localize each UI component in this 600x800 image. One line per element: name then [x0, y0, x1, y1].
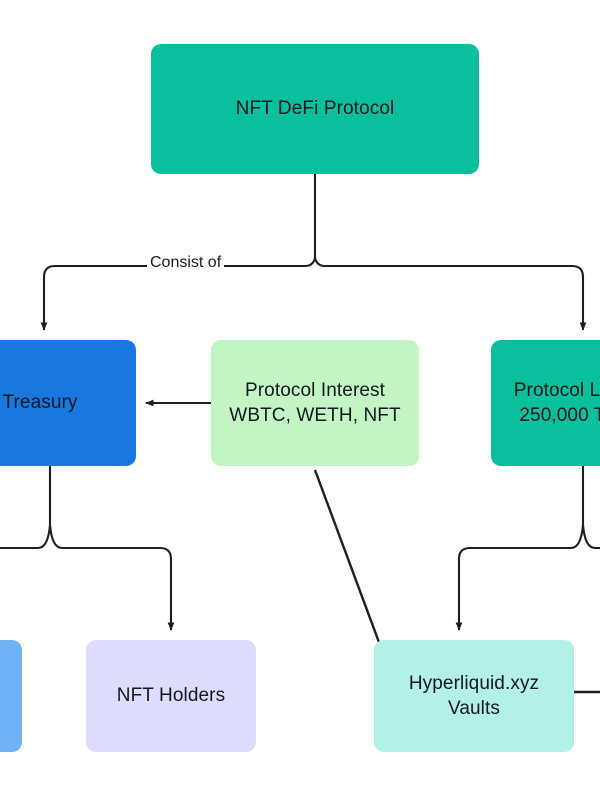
edge-root-to-liquidity	[313, 257, 587, 331]
edge-liquidity-to-vaults	[455, 524, 585, 631]
node-holders-label: NFT Holders	[116, 685, 226, 707]
edge-interest-to-vaults	[313, 469, 382, 646]
node-liquidity-label: Protocol Liquidity 250,000 Tokens	[513, 379, 600, 426]
node-vaults-label: Hyperliquid.xyz Vaults	[408, 672, 540, 719]
node-protocol-liquidity[interactable]: Protocol Liquidity 250,000 Tokens	[491, 340, 600, 466]
node-nft-holders[interactable]: NFT Holders	[86, 640, 256, 752]
node-treasury-label: Treasury	[2, 392, 78, 414]
edge-liquidity-to-offscreen-right	[581, 524, 600, 550]
node-clipped-left-offscreen[interactable]	[0, 640, 22, 752]
edge-treasury-to-holders	[48, 524, 175, 631]
node-hyperliquid-vaults[interactable]: Hyperliquid.xyz Vaults	[374, 640, 574, 752]
node-treasury[interactable]: Treasury	[0, 340, 136, 466]
node-interest-label: Protocol Interest WBTC, WETH, NFT	[229, 379, 401, 426]
edge-root-to-treasury	[40, 257, 317, 331]
edge-label-consist-of: Consist of	[147, 254, 225, 272]
node-root-label: NFT DeFi Protocol	[235, 98, 395, 120]
edge-treasury-to-offscreen-left	[0, 524, 52, 550]
node-nft-defi-protocol[interactable]: NFT DeFi Protocol	[151, 44, 479, 174]
node-protocol-interest[interactable]: Protocol Interest WBTC, WETH, NFT	[211, 340, 419, 466]
